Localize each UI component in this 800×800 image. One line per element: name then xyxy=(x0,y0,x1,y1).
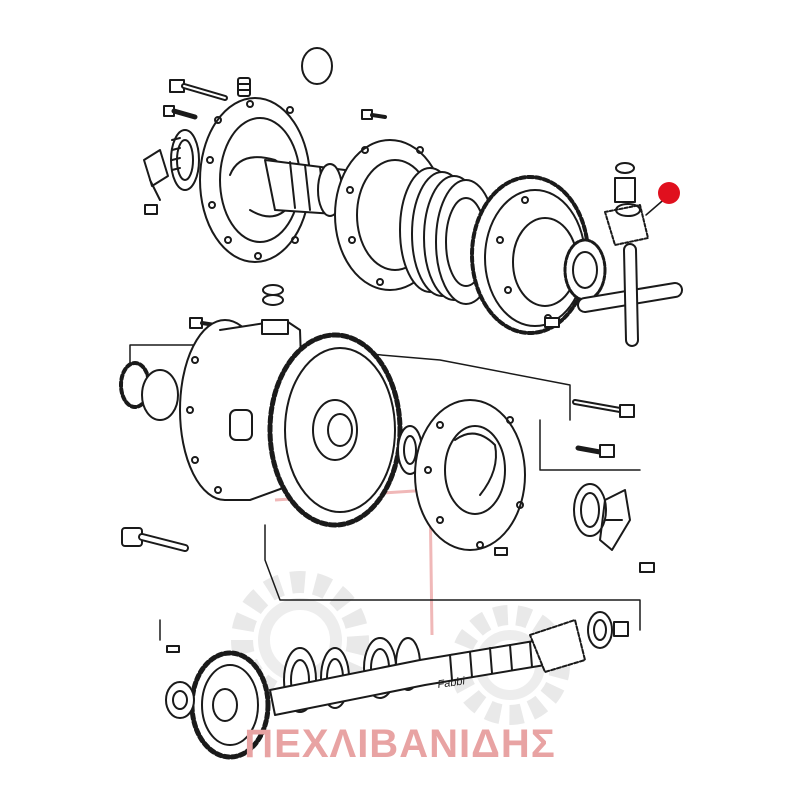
flange-housing-right xyxy=(414,399,526,551)
tab-washer-left xyxy=(143,149,169,201)
top-screw-right xyxy=(361,109,387,120)
pinion-shaft xyxy=(269,619,586,716)
bushing-sleeve xyxy=(614,177,636,203)
bolt-long-right xyxy=(572,399,635,418)
o-ring-top xyxy=(301,47,333,85)
crown-wheel xyxy=(267,332,403,528)
top-plug-small xyxy=(237,77,251,97)
nut-bottom xyxy=(165,681,195,719)
small-screw-left xyxy=(144,204,158,215)
bearing-left xyxy=(170,129,200,191)
sprocket-left xyxy=(119,361,179,421)
clutch-discs-stack xyxy=(399,167,497,305)
callout-marker-icon xyxy=(658,182,680,204)
circlip-top-middle xyxy=(262,284,284,306)
tab-washer-right xyxy=(599,489,631,551)
bearing-bottom-right xyxy=(587,611,613,649)
top-bolt-short xyxy=(163,105,198,120)
bevel-planet-gear xyxy=(604,203,649,246)
engraved-label: Fabbi xyxy=(437,675,466,691)
small-pin-middle xyxy=(494,547,508,556)
bolt-lower-left xyxy=(121,527,189,552)
seal-ring-right xyxy=(573,483,607,537)
pinion-gear-top xyxy=(563,238,607,302)
spur-gear-bottom xyxy=(189,650,271,760)
frame-line-lower xyxy=(264,524,641,631)
small-screw-right xyxy=(639,562,655,573)
small-screw-mid xyxy=(544,317,560,328)
spider-cross-shaft xyxy=(577,243,683,347)
bolt-short-right xyxy=(575,444,615,458)
watermark-text: ΠΕΧΛΙΒΑΝΙΔΗΣ xyxy=(244,722,556,766)
collar-bottom-right xyxy=(613,621,629,637)
small-key-bottom xyxy=(166,645,180,653)
thrust-washer-small xyxy=(615,162,635,174)
top-bolt-long xyxy=(169,79,228,101)
